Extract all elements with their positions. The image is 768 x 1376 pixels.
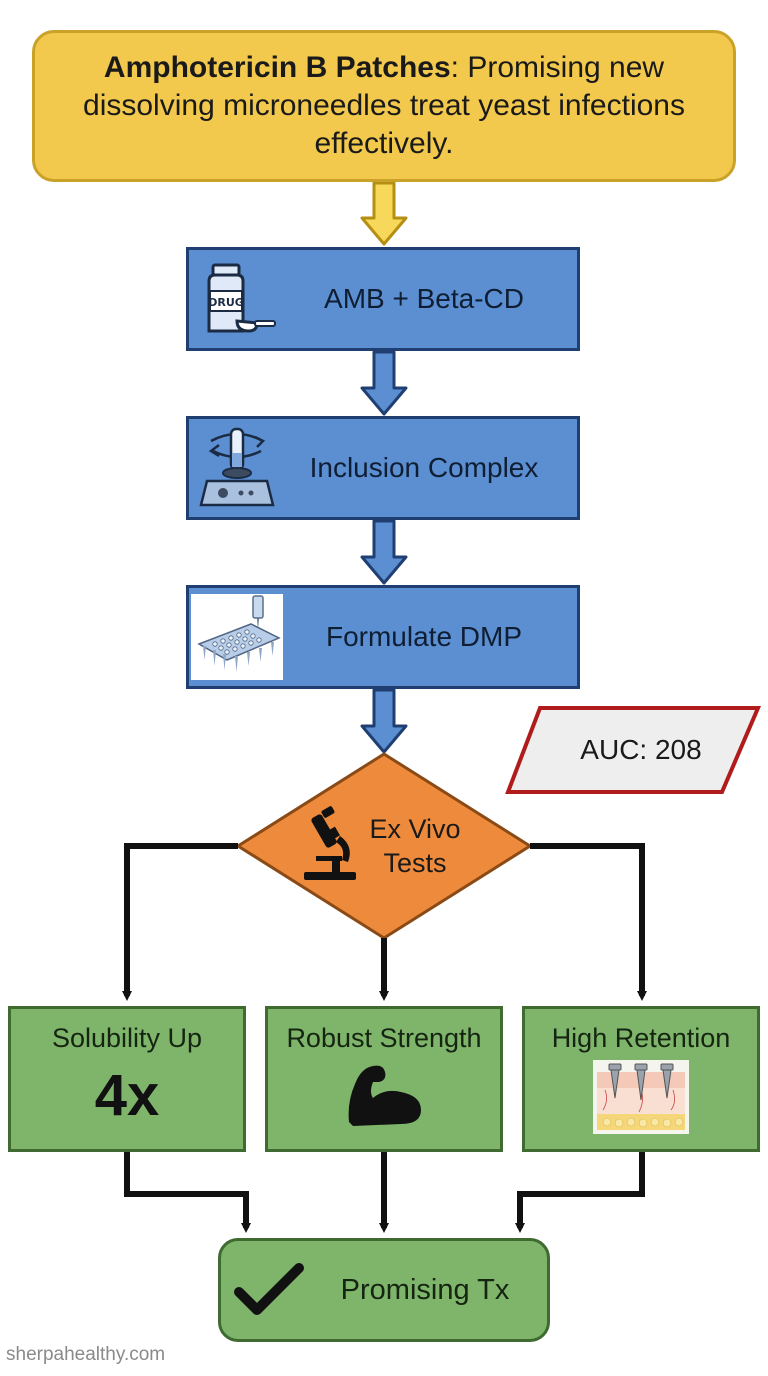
result-retention: High Retention <box>522 1006 760 1152</box>
result-strength: Robust Strength <box>265 1006 503 1152</box>
final-promising-tx: Promising Tx <box>218 1238 550 1342</box>
branch-left <box>122 843 238 1001</box>
microneedle-patch-icon <box>189 588 285 686</box>
vortex-mixer-icon <box>189 419 285 517</box>
step-label: Formulate DMP <box>325 621 523 652</box>
decision-label: Ex Vivo Tests <box>360 812 470 882</box>
result-label: High Retention <box>551 1023 731 1053</box>
step-formulate-dmp: Formulate DMP <box>186 585 580 689</box>
title-bold: Amphotericin B Patches <box>103 51 451 84</box>
decision-line1: Ex Vivo <box>369 814 461 844</box>
merge-right <box>515 1152 645 1233</box>
step-amb-beta-cd: DRUG AMB + Beta-CD <box>186 247 580 351</box>
result-solubility: Solubility Up 4x <box>8 1006 246 1152</box>
flexed-arm-icon <box>343 1062 425 1135</box>
merge-left <box>124 1152 251 1233</box>
step-inclusion-complex: Inclusion Complex <box>186 416 580 520</box>
decision-line2: Tests <box>383 848 447 878</box>
svg-text:DRUG: DRUG <box>208 296 244 309</box>
arrow-title-to-step1 <box>360 181 408 246</box>
arrow-step1-to-step2 <box>360 350 408 416</box>
arrow-step3-to-decision <box>360 688 408 754</box>
watermark: sherpahealthy.com <box>6 1344 166 1365</box>
auc-callout-shape <box>505 706 762 794</box>
title-box: Amphotericin B Patches: Promising new di… <box>32 30 736 182</box>
skin-microneedle-icon <box>593 1060 689 1141</box>
result-value: 4x <box>94 1063 160 1128</box>
title-rest: : Promising new dissolving microneedles … <box>83 51 685 160</box>
drug-bottle-icon: DRUG <box>189 250 285 348</box>
arrow-step2-to-step3 <box>360 519 408 585</box>
branch-right <box>530 843 647 1001</box>
result-label: Robust Strength <box>286 1023 482 1053</box>
step-label: AMB + Beta-CD <box>324 283 524 314</box>
final-label: Promising Tx <box>340 1273 510 1306</box>
result-label: Solubility Up <box>51 1023 203 1053</box>
checkmark-icon <box>221 1262 317 1318</box>
auc-callout-label: AUC: 208 <box>580 734 702 765</box>
step-label: Inclusion Complex <box>309 452 539 483</box>
microscope-icon <box>296 806 360 884</box>
